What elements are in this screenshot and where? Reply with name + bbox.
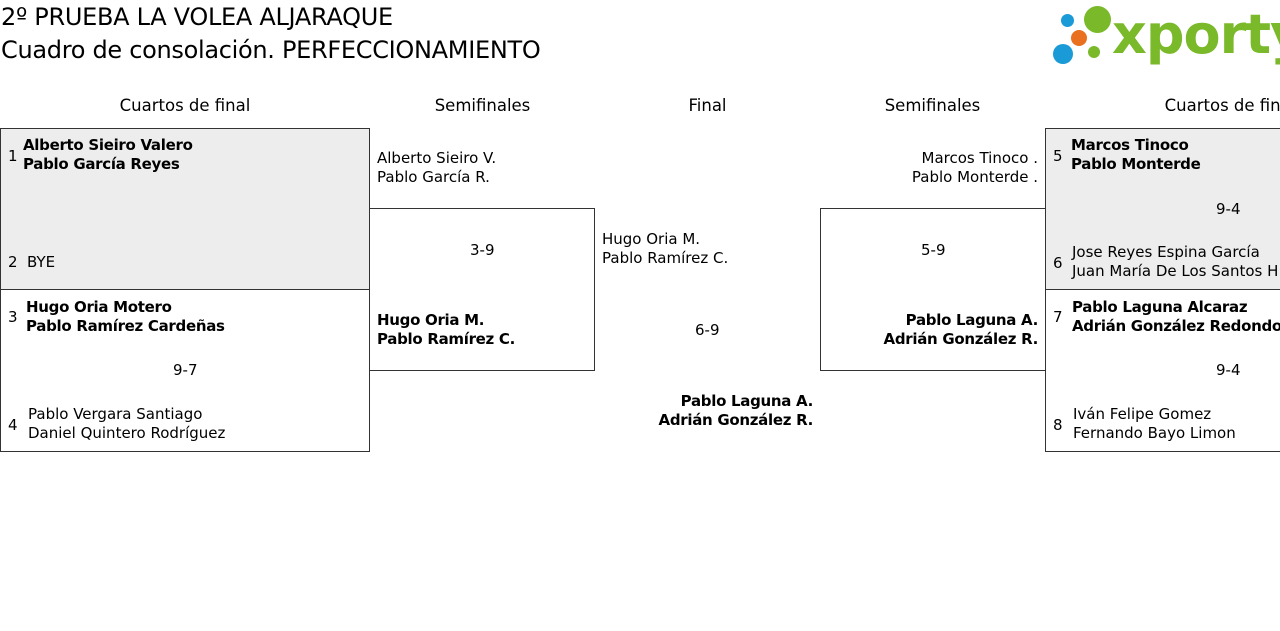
player-name: Hugo Oria Motero (26, 298, 172, 316)
match-score: 9-4 (1216, 361, 1241, 379)
player-name: Hugo Oria M. (377, 311, 485, 329)
champion-name: Adrián González R. (658, 411, 814, 429)
match-score: 9-7 (173, 361, 198, 379)
left-sf-match: 3-9 Hugo Oria M. Pablo Ramírez C. (369, 208, 595, 371)
left-qf-match-1: 1 Alberto Sieiro Valero Pablo García Rey… (0, 128, 370, 290)
logo-dot-orange (1071, 30, 1087, 46)
seed-number: 7 (1053, 308, 1063, 326)
logo-dot-blue (1053, 44, 1073, 64)
player-name: Fernando Bayo Limon (1073, 424, 1236, 442)
round-header-right-sf: Semifinales (884, 96, 981, 115)
round-header-left-sf: Semifinales (434, 96, 531, 115)
seed-number: 8 (1053, 416, 1063, 434)
player-name: Jose Reyes Espina García (1072, 243, 1260, 261)
player-name: Pablo Ramírez Cardeñas (26, 317, 225, 335)
player-name: Pablo Vergara Santiago (28, 405, 203, 423)
left-qf-match-2: 3 Hugo Oria Motero Pablo Ramírez Cardeña… (0, 289, 370, 452)
player-name: Adrián González Redondo (1072, 317, 1280, 335)
right-qf-match-2: 7 Pablo Laguna Alcaraz Adrián González R… (1045, 289, 1280, 452)
player-name: Hugo Oria M. (602, 230, 701, 248)
player-name: Pablo García Reyes (23, 155, 180, 173)
page-title: 2º PRUEBA LA VOLEA ALJARAQUE (1, 3, 393, 31)
bye-label: BYE (27, 253, 56, 271)
seed-number: 2 (8, 253, 18, 271)
player-name: Pablo Ramírez C. (377, 330, 515, 348)
seed-number: 3 (8, 308, 18, 326)
final-score: 6-9 (695, 321, 720, 339)
player-name: Marcos Tinoco (1071, 136, 1189, 154)
player-name: Iván Felipe Gomez (1073, 405, 1212, 423)
player-name: Pablo Ramírez C. (602, 249, 729, 267)
seed-number: 5 (1053, 147, 1063, 165)
player-name: Adrián González R. (883, 330, 1039, 348)
match-score: 3-9 (470, 241, 495, 259)
logo-dot-green-small (1088, 46, 1100, 58)
player-name: Pablo Monterde . (911, 168, 1038, 186)
right-qf-match-1: 5 Marcos Tinoco Pablo Monterde 9-4 6 Jos… (1045, 128, 1280, 290)
seed-number: 6 (1053, 254, 1063, 272)
match-score: 5-9 (921, 241, 946, 259)
player-name: Pablo Laguna A. (905, 311, 1039, 329)
player-name: Juan María De Los Santos H (1072, 262, 1279, 280)
champion-name: Pablo Laguna A. (680, 392, 814, 410)
player-name: Marcos Tinoco . (921, 149, 1039, 167)
logo-dot-green (1084, 6, 1111, 33)
player-name: Daniel Quintero Rodríguez (28, 424, 226, 442)
logo-wordmark: xporty (1112, 3, 1280, 66)
player-name: Alberto Sieiro Valero (23, 136, 193, 154)
round-header-final: Final (688, 96, 727, 115)
logo-dot-blue-small (1061, 14, 1074, 27)
player-name: Pablo Monterde (1071, 155, 1201, 173)
right-sf-match: 5-9 Pablo Laguna A. Adrián González R. (820, 208, 1046, 371)
xporty-logo: xporty (1050, 3, 1280, 68)
player-name: Pablo Laguna Alcaraz (1072, 298, 1248, 316)
match-score: 9-4 (1216, 200, 1241, 218)
seed-number: 1 (8, 147, 18, 165)
player-name: Alberto Sieiro V. (377, 149, 497, 167)
page-subtitle: Cuadro de consolación. PERFECCIONAMIENTO (1, 36, 541, 64)
round-header-right-qf: Cuartos de final (1164, 96, 1280, 115)
player-name: Pablo García R. (377, 168, 490, 186)
seed-number: 4 (8, 416, 18, 434)
round-header-left-qf: Cuartos de final (119, 96, 251, 115)
